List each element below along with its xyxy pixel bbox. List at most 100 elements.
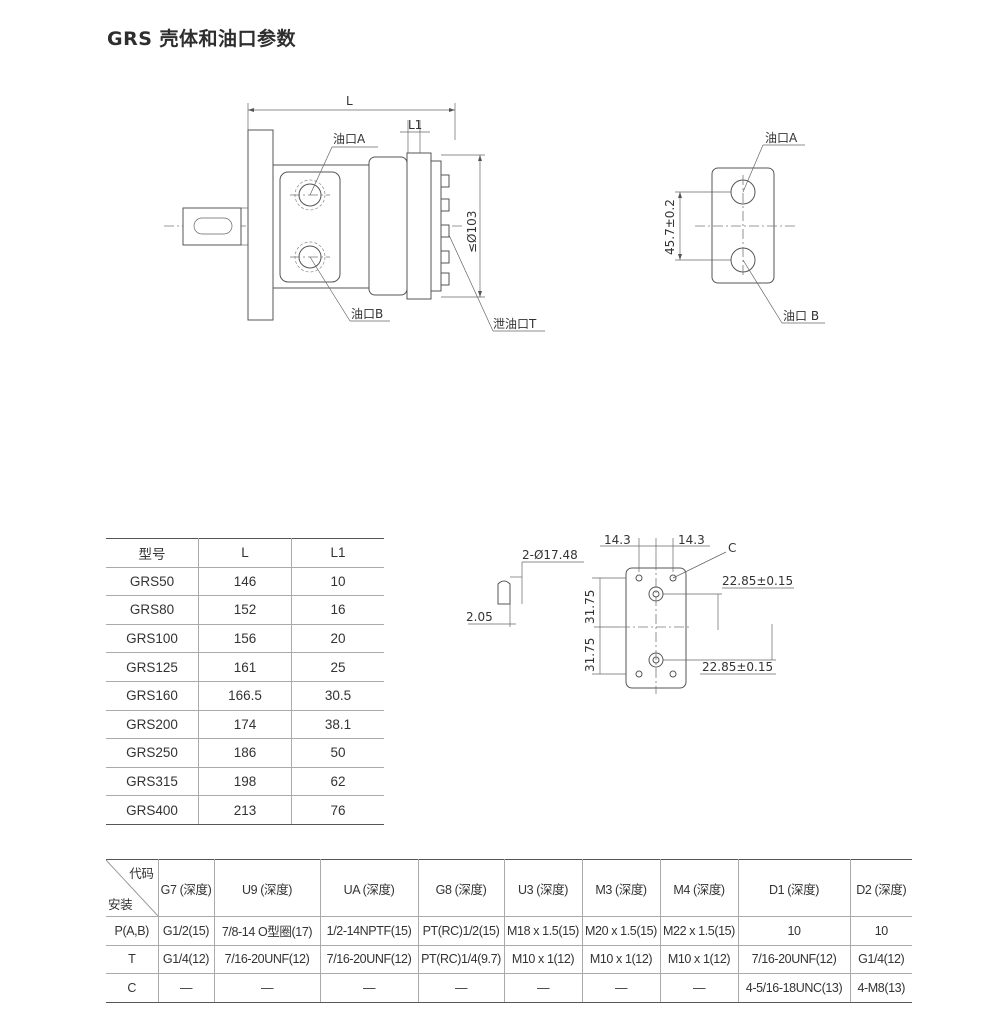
table-cell: 7/16-20UNF(12) xyxy=(214,945,321,974)
off1-label: 22.85±0.15 xyxy=(722,574,793,588)
cell-l: 174 xyxy=(198,710,292,740)
table-cell: 7/16-20UNF(12) xyxy=(320,945,419,974)
right-port-a-label: 油口A xyxy=(765,131,798,145)
drain-t-label: 泄油口T xyxy=(493,317,537,331)
table-row: P(A,B) G1/2(15) 7/8-14 O型圈(17) 1/2-14NPT… xyxy=(106,916,912,946)
page-title: GRS 壳体和油口参数 xyxy=(107,28,297,50)
right-port-b-label: 油口 B xyxy=(783,309,819,323)
table-cell: — xyxy=(582,973,661,1003)
row-label: T xyxy=(106,945,159,974)
mount-detail-drawing: 2-Ø17.48 2.05 14.3 14.3 C 31.75 31.75 22… xyxy=(466,533,794,694)
dim-l1-label: L1 xyxy=(408,118,422,132)
cell-l1: 20 xyxy=(291,624,384,654)
cell-model: GRS100 xyxy=(106,624,199,654)
off2-label: 22.85±0.15 xyxy=(702,660,773,674)
cell-model: GRS400 xyxy=(106,795,199,825)
table-cell: 7/16-20UNF(12) xyxy=(738,945,851,974)
table-cell: G1/2(15) xyxy=(158,916,215,946)
header-g7: G7 (深度) xyxy=(158,859,215,917)
hole-label: 2-Ø17.48 xyxy=(522,548,578,562)
w1-label: 14.3 xyxy=(604,533,631,547)
motor-side-view-drawing: L L1 ≤Ø103 油口A 油口B 泄油口T xyxy=(164,94,545,332)
corner-header: 代码 安装 xyxy=(106,859,159,917)
header-d2: D2 (深度) xyxy=(850,859,912,917)
dim-l-label: L xyxy=(346,94,353,108)
cell-model: GRS125 xyxy=(106,652,199,682)
header-m4: M4 (深度) xyxy=(660,859,739,917)
cell-model: GRS160 xyxy=(106,681,199,711)
table-cell: M22 x 1.5(15) xyxy=(660,916,739,946)
header-u9: U9 (深度) xyxy=(214,859,321,917)
header-m3: M3 (深度) xyxy=(582,859,661,917)
table-cell: — xyxy=(158,973,215,1003)
cell-model: GRS315 xyxy=(106,767,199,797)
h2-label: 31.75 xyxy=(583,638,597,672)
port-b-label: 油口B xyxy=(351,307,383,321)
table-cell: G1/4(12) xyxy=(158,945,215,974)
table-row: T G1/4(12) 7/16-20UNF(12) 7/16-20UNF(12)… xyxy=(106,945,912,974)
header-l1: L1 xyxy=(291,538,384,568)
h1-label: 31.75 xyxy=(583,590,597,624)
diameter-label: ≤Ø103 xyxy=(465,211,479,253)
cell-l: 166.5 xyxy=(198,681,292,711)
row-label: C xyxy=(106,973,159,1003)
cell-l1: 30.5 xyxy=(291,681,384,711)
cell-l: 161 xyxy=(198,652,292,682)
corner-bottom-label: 安装 xyxy=(108,898,133,912)
port-table-header-row: 代码 安装 G7 (深度) U9 (深度) UA (深度) G8 (深度) U3… xyxy=(106,859,912,917)
table-cell: 4-5/16-18UNC(13) xyxy=(738,973,851,1003)
table-cell: — xyxy=(320,973,419,1003)
model-table-header-row: 型号 L L1 xyxy=(106,538,384,568)
cell-l1: 10 xyxy=(291,567,384,597)
table-cell: 10 xyxy=(850,916,912,946)
cell-l: 156 xyxy=(198,624,292,654)
port-code-table: 代码 安装 G7 (深度) U9 (深度) UA (深度) G8 (深度) U3… xyxy=(106,859,912,1003)
cell-model: GRS50 xyxy=(106,567,199,597)
cell-l: 146 xyxy=(198,567,292,597)
table-cell: — xyxy=(418,973,505,1003)
row-label: P(A,B) xyxy=(106,916,159,946)
cell-l1: 76 xyxy=(291,795,384,825)
cell-model: GRS250 xyxy=(106,738,199,768)
table-cell: G1/4(12) xyxy=(850,945,912,974)
port-face-drawing: 45.7±0.2 油口A 油口 B xyxy=(663,131,825,324)
cell-l: 152 xyxy=(198,595,292,625)
cell-l1: 16 xyxy=(291,595,384,625)
cell-l: 198 xyxy=(198,767,292,797)
table-cell: 1/2-14NPTF(15) xyxy=(320,916,419,946)
cell-l1: 50 xyxy=(291,738,384,768)
table-cell: M10 x 1(12) xyxy=(504,945,583,974)
table-cell: M20 x 1.5(15) xyxy=(582,916,661,946)
cell-l1: 62 xyxy=(291,767,384,797)
header-model: 型号 xyxy=(106,538,199,568)
corner-top-label: 代码 xyxy=(129,867,154,881)
cell-l: 213 xyxy=(198,795,292,825)
c-label: C xyxy=(728,541,736,555)
port-a-label: 油口A xyxy=(333,132,366,146)
table-cell: M10 x 1(12) xyxy=(660,945,739,974)
header-l: L xyxy=(198,538,292,568)
table-cell: PT(RC)1/2(15) xyxy=(418,916,505,946)
table-cell: M10 x 1(12) xyxy=(582,945,661,974)
cell-l1: 25 xyxy=(291,652,384,682)
header-u3: U3 (深度) xyxy=(504,859,583,917)
table-cell: — xyxy=(504,973,583,1003)
cell-model: GRS200 xyxy=(106,710,199,740)
cell-model: GRS80 xyxy=(106,595,199,625)
header-ua: UA (深度) xyxy=(320,859,419,917)
corner-diagonal xyxy=(106,860,158,916)
cell-l: 186 xyxy=(198,738,292,768)
table-cell: 7/8-14 O型圈(17) xyxy=(214,916,321,946)
table-cell: 10 xyxy=(738,916,851,946)
table-cell: PT(RC)1/4(9.7) xyxy=(418,945,505,974)
header-g8: G8 (深度) xyxy=(418,859,505,917)
